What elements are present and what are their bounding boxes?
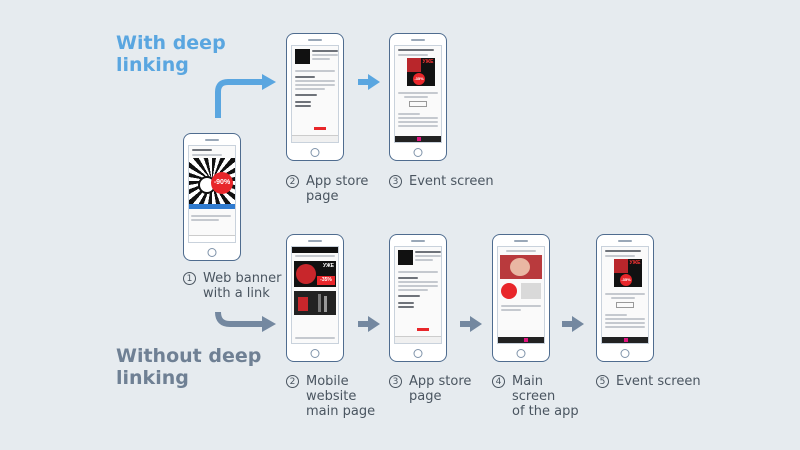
without-deep-linking-heading: Without deep linking bbox=[116, 345, 262, 389]
step-number: 4 bbox=[492, 375, 505, 388]
banner-image[interactable]: -90% bbox=[189, 158, 235, 204]
step-number: 3 bbox=[389, 375, 402, 388]
phone-screen: УЖЕ -35% bbox=[291, 246, 339, 344]
step-label: App store page bbox=[409, 374, 472, 404]
phone-screen: УЖЕ -35% bbox=[601, 246, 649, 344]
phone-screen: УЖЕ -35% bbox=[394, 45, 442, 143]
phone-speaker bbox=[618, 240, 632, 242]
step-label: Main screen of the app bbox=[512, 374, 579, 419]
phone-bottom-event-screen: УЖЕ -35% bbox=[596, 234, 654, 362]
phone-speaker bbox=[411, 39, 425, 41]
phone-speaker bbox=[308, 39, 322, 41]
phone-top-app-store bbox=[286, 33, 344, 161]
deep-link-arrow-up bbox=[215, 79, 262, 118]
phone-main-screen bbox=[492, 234, 550, 362]
home-button[interactable] bbox=[516, 349, 526, 358]
website-discount-badge: -35% bbox=[317, 276, 335, 285]
with-deep-linking-heading: With deep linking bbox=[116, 32, 226, 76]
no-deep-link-arrowhead-1 bbox=[262, 316, 276, 332]
phone-screen: -90% bbox=[188, 145, 236, 243]
home-button[interactable] bbox=[310, 349, 320, 358]
deep-link-arrowhead-2 bbox=[368, 74, 380, 90]
phone-mobile-website: УЖЕ -35% bbox=[286, 234, 344, 362]
step-label: Event screen bbox=[616, 374, 701, 389]
phone-screen bbox=[497, 246, 545, 344]
step-number: 2 bbox=[286, 375, 299, 388]
step-label: Mobile website main page bbox=[306, 374, 376, 419]
step-number: 3 bbox=[389, 175, 402, 188]
phone-bottom-app-store bbox=[389, 234, 447, 362]
home-button[interactable] bbox=[207, 248, 217, 257]
phone-web-banner: -90% bbox=[183, 133, 241, 261]
step-number: 2 bbox=[286, 175, 299, 188]
step-label: Web banner with a link bbox=[203, 271, 282, 301]
phone-screen bbox=[291, 45, 339, 143]
step-number: 1 bbox=[183, 272, 196, 285]
phone-speaker bbox=[411, 240, 425, 242]
phone-speaker bbox=[514, 240, 528, 242]
event-discount-badge: -35% bbox=[620, 274, 632, 286]
phone-screen bbox=[394, 246, 442, 344]
step-label: App store page bbox=[306, 174, 369, 204]
phone-top-event-screen: УЖЕ -35% bbox=[389, 33, 447, 161]
no-deep-link-arrowhead-4 bbox=[572, 316, 584, 332]
home-button[interactable] bbox=[413, 148, 423, 157]
home-button[interactable] bbox=[310, 148, 320, 157]
phone-speaker bbox=[308, 240, 322, 242]
phone-speaker bbox=[205, 139, 219, 141]
step-number: 5 bbox=[596, 375, 609, 388]
no-deep-link-arrowhead-2 bbox=[368, 316, 380, 332]
app-icon bbox=[295, 49, 310, 64]
home-button[interactable] bbox=[413, 349, 423, 358]
home-button[interactable] bbox=[620, 349, 630, 358]
deep-link-arrowhead-1 bbox=[262, 74, 276, 90]
no-deep-link-arrow-down bbox=[215, 311, 262, 327]
no-deep-link-arrowhead-3 bbox=[470, 316, 482, 332]
step-label: Event screen bbox=[409, 174, 494, 189]
banner-discount-badge: -90% bbox=[211, 172, 233, 194]
event-discount-badge: -35% bbox=[413, 73, 425, 85]
